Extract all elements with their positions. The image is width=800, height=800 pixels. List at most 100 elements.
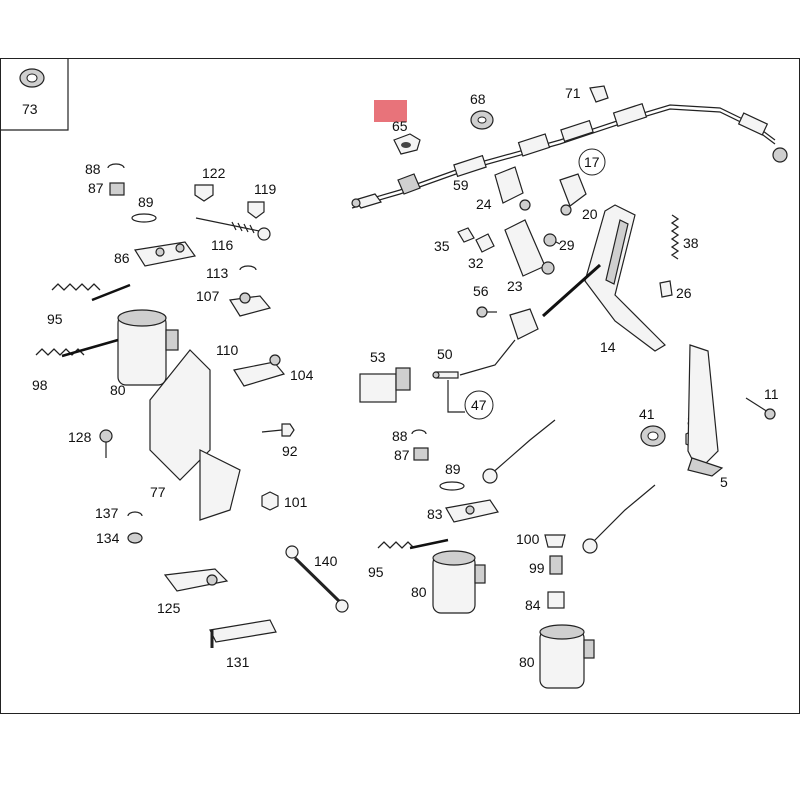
callout-107: 107	[196, 288, 220, 304]
part-80c-actuator	[539, 624, 595, 689]
arrow-95	[91, 283, 131, 302]
part-77-frame	[149, 349, 241, 521]
part-24-lever	[494, 166, 531, 211]
callout-92: 92	[282, 443, 298, 459]
arrow-98	[61, 338, 119, 358]
callout-140: 140	[314, 553, 338, 569]
callout-17-circle	[578, 148, 606, 176]
part-84-valve	[547, 591, 565, 609]
callout-86: 86	[114, 250, 130, 266]
callout-68: 68	[470, 91, 486, 107]
callout-134: 134	[96, 530, 120, 546]
part-80b-actuator	[432, 550, 486, 614]
callout-23: 23	[507, 278, 523, 294]
callout-88: 88	[85, 161, 101, 177]
part-sensor	[459, 308, 539, 376]
callout-50: 50	[437, 346, 453, 362]
callout-116: 116	[211, 237, 234, 253]
part-89-ring	[131, 213, 157, 223]
callout-53: 53	[370, 349, 386, 365]
callout-99: 99	[529, 560, 545, 576]
part-104-bracket	[233, 354, 286, 387]
callout-98: 98	[32, 377, 48, 393]
part-87-spring	[109, 182, 125, 196]
part-128-bolt	[99, 429, 113, 458]
callout-41: 41	[639, 406, 655, 422]
callout-80c: 80	[519, 654, 535, 670]
part-14-pedal	[584, 204, 666, 352]
callout-131: 131	[226, 654, 250, 670]
part-71-clip	[589, 85, 609, 103]
part-99-spring	[549, 555, 563, 575]
callout-104: 104	[290, 367, 314, 383]
part-41-bushing	[640, 425, 666, 447]
callout-95: 95	[47, 311, 63, 327]
part-100-cap	[544, 534, 566, 548]
part-122-cap	[194, 184, 214, 202]
callout-38: 38	[683, 235, 699, 251]
part-80-actuator-left	[117, 309, 179, 386]
part-68-grommet	[470, 110, 494, 130]
part-56-screw	[476, 306, 497, 318]
callout-80b: 80	[411, 584, 427, 600]
callout-87: 87	[88, 180, 104, 196]
callout-11: 11	[764, 386, 779, 402]
part-29-screw	[543, 233, 561, 247]
vacuum-hose-1	[482, 419, 556, 484]
callout-84: 84	[525, 597, 541, 613]
part-5-pedal-pad	[687, 344, 724, 477]
callout-95b: 95	[368, 564, 384, 580]
part-53-relay	[359, 367, 411, 403]
part-95-spring	[51, 283, 101, 291]
callout-32: 32	[468, 255, 484, 271]
part-134-washer	[127, 532, 143, 544]
leader-47	[447, 380, 465, 413]
callout-101: 101	[284, 494, 308, 510]
part-59-bracket	[397, 173, 421, 195]
part-140-rod	[285, 545, 349, 613]
callout-137: 137	[95, 505, 119, 521]
part-35-clip	[457, 227, 475, 243]
part-119-cap	[247, 201, 265, 219]
part-83-bracket	[445, 499, 499, 523]
callout-47-circle	[464, 390, 494, 420]
part-137-clip	[127, 511, 143, 517]
callout-56: 56	[473, 283, 489, 299]
part-26-clip	[659, 280, 673, 298]
part-125-bracket	[163, 568, 229, 592]
part-131-lever	[209, 619, 277, 648]
arrow-to-pedal	[541, 263, 602, 318]
part-23-bracket	[504, 219, 555, 277]
callout-113: 113	[206, 265, 229, 281]
callout-77: 77	[150, 484, 166, 500]
throttle-cable	[351, 102, 788, 209]
part-73-washer	[19, 68, 45, 88]
arrow-95b	[409, 538, 449, 550]
highlight-marker	[374, 100, 407, 122]
part-92-bolt	[261, 423, 295, 437]
part-11-screw	[745, 397, 776, 420]
part-20-bracket	[559, 173, 587, 216]
callout-20: 20	[582, 206, 598, 222]
callout-89b: 89	[445, 461, 461, 477]
callout-14: 14	[600, 339, 616, 355]
part-95b-spring	[377, 541, 415, 549]
callout-65: 65	[392, 118, 408, 134]
part-88b-clip	[411, 429, 427, 435]
callout-128: 128	[68, 429, 92, 445]
callout-119: 119	[254, 181, 277, 197]
callout-87b: 87	[394, 447, 410, 463]
callout-100: 100	[516, 531, 540, 547]
callout-125: 125	[157, 600, 181, 616]
callout-88b: 88	[392, 428, 408, 444]
callout-83: 83	[427, 506, 443, 522]
callout-59: 59	[453, 177, 469, 193]
part-116-bolt	[195, 217, 271, 241]
callout-71: 71	[565, 85, 581, 101]
callout-80: 80	[110, 382, 126, 398]
callout-35: 35	[434, 238, 450, 254]
callout-24: 24	[476, 196, 492, 212]
part-101-nut	[261, 491, 279, 511]
part-65-clip	[393, 133, 421, 155]
